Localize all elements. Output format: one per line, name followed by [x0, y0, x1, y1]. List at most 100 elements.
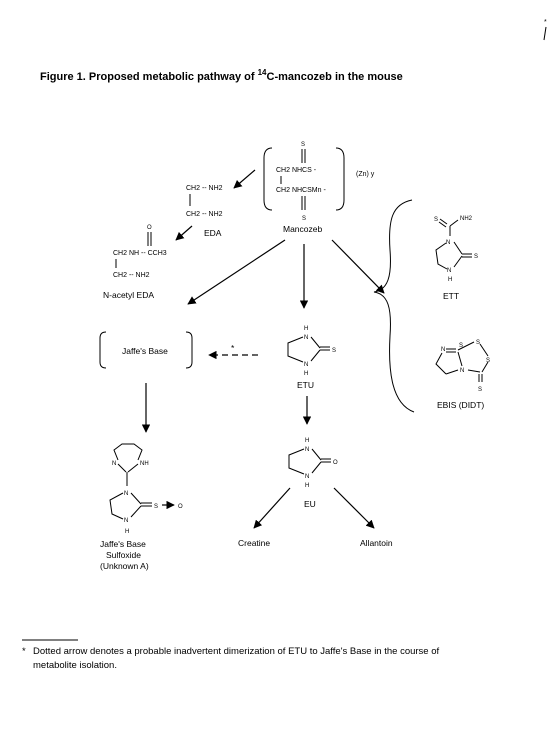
ett-s-right: S: [474, 254, 478, 260]
mancozeb-right-bracket: [335, 147, 345, 211]
eu-ring-top-right: [311, 448, 322, 461]
ebis-s1-s2-bond: [479, 343, 489, 357]
ebis-c-s1-bond: [457, 341, 475, 351]
eu-h-top: H: [305, 438, 309, 444]
ebis-n2: N: [460, 368, 464, 374]
n-acetyl-eda-line1: CH2 NH -- CCH3: [113, 250, 167, 257]
etu-ring-left: [287, 336, 304, 363]
eda-structure: CH2 -- NH2 CH2 -- NH2: [186, 185, 223, 218]
page-corner-mark: *: [544, 19, 547, 26]
ett-ring-top-right: [453, 241, 463, 255]
ebis-s1: S: [476, 340, 480, 346]
ett-n-bottom: N: [447, 268, 451, 274]
sulfoxide-ring2-left: [109, 492, 124, 520]
mancozeb-left-bracket: [263, 147, 273, 211]
sulfoxide-h: H: [125, 529, 129, 535]
arrow-mancozeb-to-n-acetyl-eda: [187, 239, 286, 305]
allantoin-label: Allantoin: [360, 538, 393, 548]
ebis-label: EBIS (DIDT): [437, 400, 484, 410]
n-acetyl-eda-line2: CH2 -- NH2: [113, 272, 150, 279]
arrow-mancozeb-to-brace: [331, 239, 385, 294]
ebis-n-c-bond: [467, 369, 481, 373]
ebis-s-bottom: S: [478, 387, 482, 393]
ett-ring-left: [435, 242, 448, 270]
etu-h-top: H: [304, 326, 308, 332]
mancozeb-label: Mancozeb: [283, 224, 322, 234]
mancozeb-zn-suffix: (Zn) y: [356, 171, 375, 178]
ebis-s3: S: [459, 343, 463, 349]
sulfoxide-ring-nh-c-bond: [127, 463, 139, 473]
eu-ring-bottom-right: [311, 461, 322, 474]
ebis-n: N: [441, 347, 445, 353]
ett-cs-double-b: [438, 221, 447, 228]
sulfoxide-n3: N: [124, 518, 128, 524]
sulfoxide-label-line1: Jaffe's Base: [100, 539, 146, 549]
eu-structure: H N O N H: [288, 438, 338, 489]
sulfoxide-nh: NH: [140, 461, 149, 467]
jaffes-base-label: Jaffe's Base: [122, 346, 168, 356]
ett-nh2: NH2: [460, 216, 473, 222]
etu-n-bottom: N: [304, 362, 308, 368]
sulfoxide-s: S: [154, 504, 158, 510]
sulfoxide-ring-n-c-bond: [117, 463, 127, 473]
figure-title-post: C-mancozeb in the mouse: [267, 71, 403, 83]
n-acetyl-eda-label: N-acetyl EDA: [103, 290, 154, 300]
jaffes-base-group: Jaffe's Base: [99, 331, 193, 369]
sulfoxide-label-line2: Sulfoxide: [106, 550, 141, 560]
mancozeb-s-top: S: [301, 142, 305, 148]
ett-cs-double-a: [439, 218, 448, 225]
n-acetyl-eda-oxygen: O: [147, 225, 152, 231]
etu-ring-bottom-right: [310, 349, 321, 362]
footnote-mark: *: [22, 646, 26, 657]
eda-label: EDA: [204, 228, 222, 238]
eu-label: EU: [304, 499, 316, 509]
figure-title-pre: Figure 1. Proposed metabolic pathway of: [40, 71, 258, 83]
etu-ring-top-right: [310, 336, 321, 349]
eu-h-bottom: H: [305, 483, 309, 489]
eda-top: CH2 -- NH2: [186, 185, 223, 192]
page-corner-stroke: [543, 26, 547, 41]
mancozeb-line1: CH2 NHCS -: [276, 167, 317, 174]
etu-n-top: N: [304, 335, 308, 341]
sulfoxide-n: N: [112, 461, 116, 467]
eu-o: O: [333, 460, 338, 466]
ebis-s2-c-bond: [481, 361, 489, 373]
arrow-eda-to-n-acetyl-eda: [175, 225, 193, 241]
sulfoxide-ring2-bottom-right: [130, 505, 142, 518]
sulfoxide-n2: N: [124, 491, 128, 497]
etu-structure: H N S N H: [287, 326, 336, 377]
ett-s-top: S: [434, 217, 438, 223]
mancozeb-line2: CH2 NHCSMn -: [276, 187, 326, 194]
ebis-structure: N S S S N S: [435, 340, 490, 393]
eu-n-bottom: N: [305, 474, 309, 480]
ett-ring-bottom-right: [453, 255, 463, 268]
mancozeb-s-bottom: S: [302, 216, 306, 222]
arrow-mancozeb-to-eda: [233, 169, 256, 189]
ett-h: H: [448, 277, 452, 283]
jaffes-base-right-bracket: [185, 331, 193, 369]
ebis-ring-bottom: [445, 369, 459, 375]
eu-ring-left: [288, 448, 305, 475]
ett-n-top: N: [446, 240, 450, 246]
dimerization-star: *: [231, 343, 235, 353]
mancozeb-structure: S CH2 NHCS - CH2 NHCSMn - S (Zn) y: [263, 142, 375, 222]
ethylene-metabolites-brace: [373, 199, 415, 413]
jaffes-base-left-bracket: [99, 331, 107, 369]
ett-c-nh2-bond: [449, 219, 459, 227]
sulfoxide-structure: N NH N S O N H: [109, 443, 183, 535]
sulfoxide-o: O: [178, 504, 183, 510]
sulfoxide-ring2-top-right: [130, 492, 142, 505]
etu-s: S: [332, 348, 336, 354]
eda-bottom: CH2 -- NH2: [186, 211, 223, 218]
ebis-ring-left: [435, 352, 447, 375]
ebis-s2: S: [486, 358, 490, 364]
pathway-arrows: [141, 169, 385, 529]
etu-label: ETU: [297, 380, 314, 390]
sulfoxide-imidazoline-ring-top: [113, 443, 143, 461]
figure-title-superscript: 14: [258, 68, 267, 77]
footnote-line1: Dotted arrow denotes a probable inadvert…: [33, 646, 440, 657]
figure-title: Figure 1. Proposed metabolic pathway of …: [40, 68, 403, 83]
creatine-label: Creatine: [238, 538, 270, 548]
sulfoxide-label-line3: (Unknown A): [100, 561, 149, 571]
